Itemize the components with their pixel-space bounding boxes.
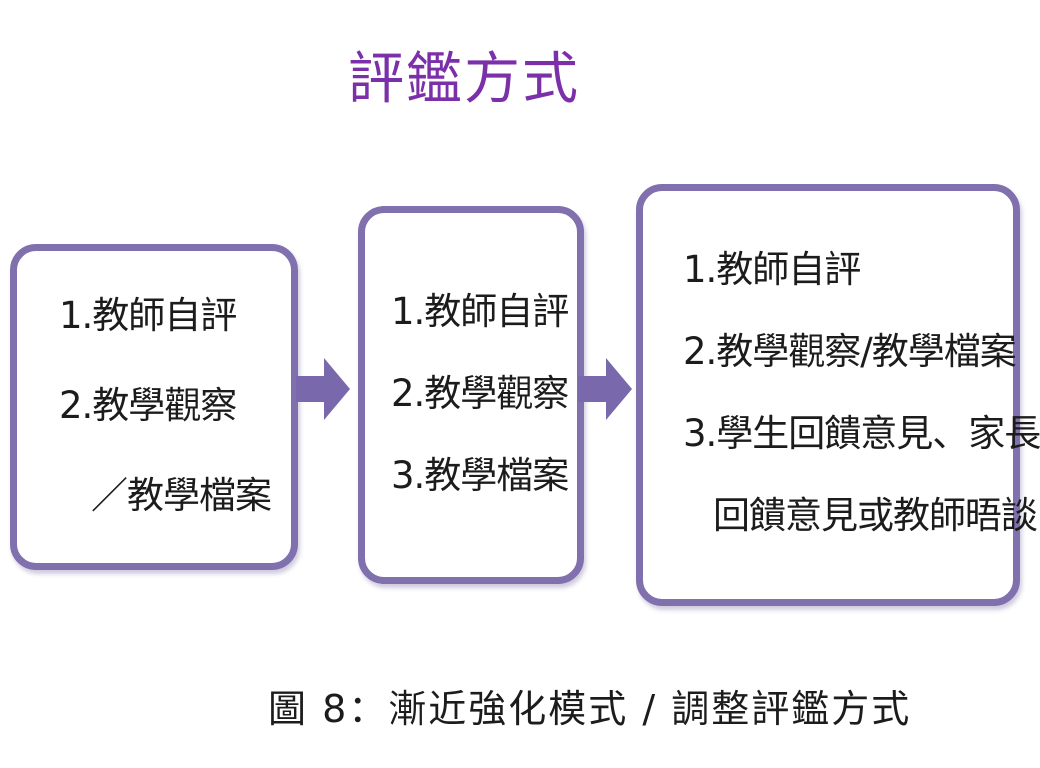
stage-3-item-1: 1.教師自評 bbox=[683, 248, 861, 291]
right-arrow-icon bbox=[578, 358, 632, 420]
stage-1-item-2: 2.教學觀察 bbox=[59, 384, 237, 427]
stage-2-item-1: 1.教師自評 bbox=[391, 290, 569, 333]
figure-caption: 圖 8：漸近強化模式 / 調整評鑑方式 bbox=[268, 687, 912, 731]
stage-3-item-2: 2.教學觀察/教學檔案 bbox=[683, 330, 1017, 373]
right-arrow-icon bbox=[296, 358, 350, 420]
stage-box-1: 1.教師自評 2.教學觀察 ／教學檔案 bbox=[10, 244, 298, 570]
stage-2-item-2: 2.教學觀察 bbox=[391, 372, 569, 415]
page-title: 評鑑方式 bbox=[348, 47, 580, 112]
stage-1-item-3: ／教學檔案 bbox=[91, 474, 272, 517]
stage-box-2: 1.教師自評 2.教學觀察 3.教學檔案 bbox=[358, 206, 584, 584]
stage-1-item-1: 1.教師自評 bbox=[59, 294, 237, 337]
stage-box-3: 1.教師自評 2.教學觀察/教學檔案 3.學生回饋意見、家長 回饋意見或教師晤談 bbox=[636, 184, 1040, 606]
stage-3-item-4: 回饋意見或教師晤談 bbox=[713, 494, 1038, 537]
stage-2-item-3: 3.教學檔案 bbox=[391, 454, 569, 497]
stage-3-item-3: 3.學生回饋意見、家長 bbox=[683, 412, 1040, 455]
